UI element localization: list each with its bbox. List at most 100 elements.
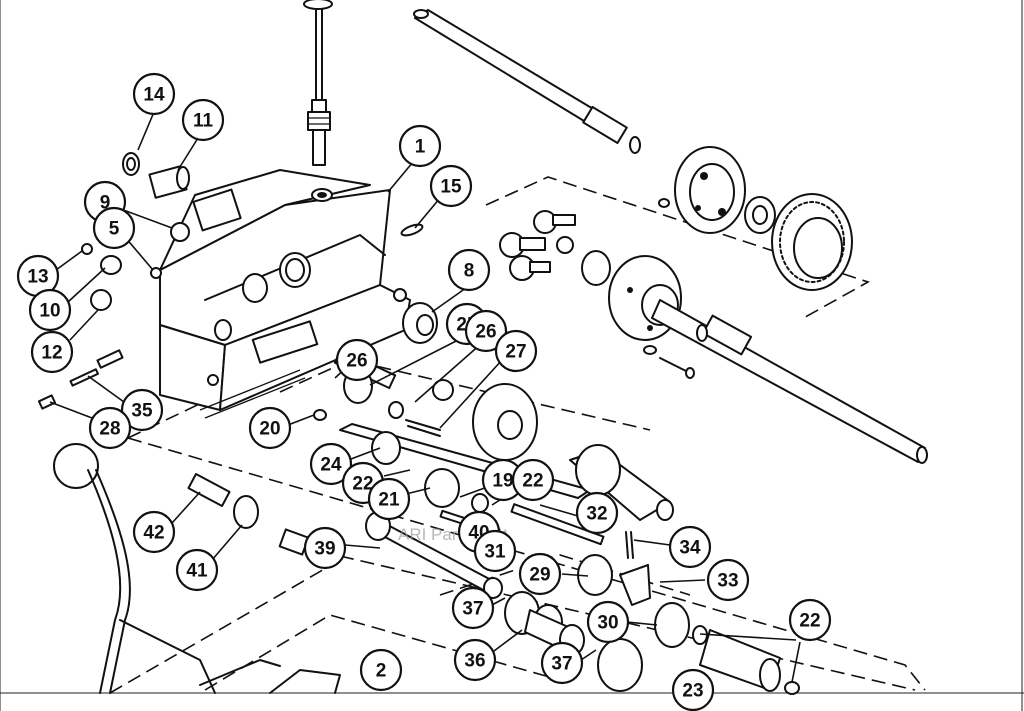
callout-number: 22 <box>352 474 373 495</box>
callout-28[interactable]: 28 <box>88 406 132 450</box>
callout-39[interactable]: 39 <box>303 526 347 570</box>
callout-42[interactable]: 42 <box>132 510 176 554</box>
callout-30[interactable]: 30 <box>586 600 630 644</box>
callout-number: 37 <box>551 654 572 675</box>
callout-number: 26 <box>346 351 367 372</box>
callout-circle <box>429 164 473 208</box>
callout-circle <box>788 598 832 642</box>
callout-number: 28 <box>99 419 120 440</box>
callout-10[interactable]: 10 <box>28 288 72 332</box>
dipstick-rod <box>303 0 333 166</box>
callout-circle <box>518 552 562 596</box>
callout-circle <box>28 288 72 332</box>
callout-number: 14 <box>143 85 165 106</box>
callout-layer: 1411115951310128252626273528202422192221… <box>16 72 832 711</box>
callout-12[interactable]: 12 <box>30 330 74 374</box>
bottom-cover-plate <box>199 659 341 694</box>
callout-22[interactable]: 22 <box>511 458 555 502</box>
callout-circle <box>132 510 176 554</box>
callout-circle <box>335 338 379 382</box>
callout-number: 23 <box>682 681 703 702</box>
callout-26[interactable]: 26 <box>464 309 508 353</box>
callout-circle <box>451 586 495 630</box>
callout-5[interactable]: 5 <box>92 206 136 250</box>
callout-circle <box>473 529 517 573</box>
callout-34[interactable]: 34 <box>668 525 712 569</box>
callout-number: 29 <box>529 565 550 586</box>
callout-number: 9 <box>100 193 111 214</box>
callout-8[interactable]: 8 <box>447 248 491 292</box>
leader-lines <box>49 111 801 683</box>
differential-assembly <box>581 146 928 464</box>
callout-number: 39 <box>314 539 335 560</box>
callout-31[interactable]: 31 <box>473 529 517 573</box>
callout-circle <box>367 477 411 521</box>
callout-24[interactable]: 24 <box>309 442 353 486</box>
callout-36[interactable]: 36 <box>453 638 497 682</box>
callout-circle <box>540 641 584 685</box>
callout-circle <box>453 638 497 682</box>
callout-number: 13 <box>27 267 48 288</box>
callout-37[interactable]: 37 <box>451 586 495 630</box>
callout-circle <box>359 648 403 692</box>
callout-number: 32 <box>586 504 607 525</box>
callout-27[interactable]: 27 <box>494 329 538 373</box>
callout-41[interactable]: 41 <box>175 548 219 592</box>
callout-14[interactable]: 14 <box>132 72 176 116</box>
callout-33[interactable]: 33 <box>706 558 750 602</box>
callout-circle <box>494 329 538 373</box>
callout-number: 35 <box>131 401 153 422</box>
callout-circle <box>575 491 619 535</box>
top-right-axle-shaft <box>413 9 670 208</box>
callout-circle <box>30 330 74 374</box>
callout-26[interactable]: 26 <box>335 338 379 382</box>
callout-number: 37 <box>462 599 483 620</box>
callout-21[interactable]: 21 <box>367 477 411 521</box>
callout-number: 20 <box>259 419 280 440</box>
callout-number: 2 <box>376 661 387 682</box>
callout-number: 1 <box>415 137 426 158</box>
callout-37[interactable]: 37 <box>540 641 584 685</box>
callout-number: 22 <box>799 611 820 632</box>
callout-circle <box>120 388 164 432</box>
callout-number: 30 <box>597 613 618 634</box>
callout-circle <box>181 98 225 142</box>
pinion-cluster <box>499 210 576 281</box>
callout-23[interactable]: 23 <box>671 668 715 711</box>
callout-circle <box>309 442 353 486</box>
callout-1[interactable]: 1 <box>398 124 442 168</box>
callout-circle <box>668 525 712 569</box>
shifter-parts <box>187 473 310 556</box>
callout-number: 21 <box>378 490 400 511</box>
lower-shaft <box>365 511 800 695</box>
callout-circle <box>671 668 715 711</box>
callout-35[interactable]: 35 <box>120 388 164 432</box>
left-small-parts <box>37 152 424 410</box>
callout-number: 31 <box>484 542 506 563</box>
callout-number: 19 <box>492 471 513 492</box>
callout-32[interactable]: 32 <box>575 491 619 535</box>
callout-19[interactable]: 19 <box>481 458 525 502</box>
callout-11[interactable]: 11 <box>181 98 225 142</box>
callout-2[interactable]: 2 <box>359 648 403 692</box>
callout-29[interactable]: 29 <box>518 552 562 596</box>
callout-number: 42 <box>143 523 164 544</box>
callout-number: 22 <box>522 471 543 492</box>
callout-number: 24 <box>320 455 342 476</box>
callout-22[interactable]: 22 <box>788 598 832 642</box>
callout-20[interactable]: 20 <box>248 406 292 450</box>
callout-circle <box>586 600 630 644</box>
callout-number: 34 <box>679 538 701 559</box>
shift-lever <box>53 443 216 694</box>
callout-circle <box>398 124 442 168</box>
callout-number: 5 <box>109 219 120 240</box>
callout-circle <box>88 406 132 450</box>
callout-15[interactable]: 15 <box>429 164 473 208</box>
washer-8 <box>402 302 438 344</box>
callout-circle <box>511 458 555 502</box>
callout-number: 8 <box>464 261 475 282</box>
callout-13[interactable]: 13 <box>16 254 60 298</box>
callout-circle <box>464 309 508 353</box>
